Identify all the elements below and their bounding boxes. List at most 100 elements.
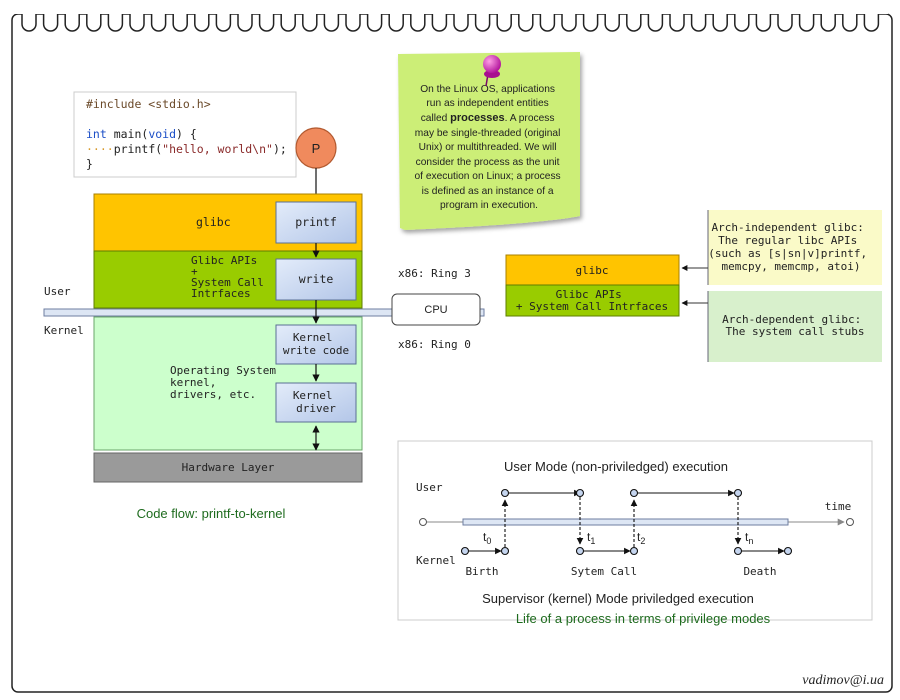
binding-loop <box>496 14 512 32</box>
os-label: Operating System kernel, drivers, etc. <box>170 364 283 401</box>
callout-arch-independent <box>708 210 882 285</box>
binding-loop <box>453 14 469 32</box>
signature: vadimov@i.ua <box>802 673 884 688</box>
kernel-driver-label: Kernel driver <box>293 389 339 415</box>
binding-loop <box>215 14 232 32</box>
binding-loop <box>647 14 664 32</box>
timeline-kernel-label: Kernel <box>416 554 456 567</box>
timeline-bar <box>462 518 789 526</box>
printf-label: printf <box>295 215 337 229</box>
user-kernel-boundary <box>43 308 485 317</box>
binding-loop <box>431 14 448 32</box>
cpu-box <box>391 293 481 326</box>
binding-loop <box>172 14 188 32</box>
code-line-printf: ····printf("hello, world\n"); <box>86 142 287 156</box>
svg-text:P: P <box>312 141 321 156</box>
user-label: User <box>44 285 71 298</box>
printf-box <box>275 201 357 244</box>
binding-loop <box>842 14 858 32</box>
syscall-label: Sytem Call <box>571 565 637 578</box>
right-apis-label: Glibc APIs + System Call Intrfaces <box>516 288 668 313</box>
ring0-label: x86: Ring 0 <box>398 338 471 351</box>
kernel-write-code-box <box>275 324 357 365</box>
binding-loop <box>323 14 340 32</box>
mode-transitions <box>501 497 742 547</box>
binding-loop <box>626 14 642 32</box>
timeline-time-label: time <box>825 500 852 513</box>
kernel-segments <box>460 546 793 556</box>
binding-loop <box>669 14 685 32</box>
binding-loop <box>64 14 80 32</box>
supervisor-mode-label: Supervisor (kernel) Mode priviledged exe… <box>482 591 754 606</box>
binding-loop <box>582 14 599 32</box>
callout-dependent-text: Arch-dependent glibc: The system call st… <box>722 313 868 338</box>
binding-loop <box>690 14 707 32</box>
binding-loop <box>194 14 210 32</box>
time-axis-start <box>419 518 427 526</box>
write-label: write <box>299 272 334 286</box>
kernel-driver-box <box>275 382 357 423</box>
death-label: Death <box>743 565 776 578</box>
binding-loop <box>474 14 491 32</box>
binding-loop <box>21 14 37 32</box>
binding-loop <box>150 14 167 32</box>
binding-loop <box>366 14 383 32</box>
binding-loop <box>280 14 296 32</box>
binding-loop <box>604 14 620 32</box>
pushpin-icon <box>483 55 501 87</box>
code-line-include: #include <stdio.h> <box>86 97 211 111</box>
t2-label: t2 <box>637 530 645 546</box>
binding-loop <box>42 14 59 32</box>
glibc-label: glibc <box>196 215 231 229</box>
binding-loop <box>129 14 145 32</box>
time-axis-end <box>846 518 854 526</box>
binding-loop <box>755 14 772 32</box>
hardware-label: Hardware Layer <box>182 461 275 474</box>
binding-loop <box>539 14 556 32</box>
binding-cover <box>14 10 888 14</box>
timeline-title: User Mode (non-priviledged) execution <box>504 459 728 474</box>
callout-independent-text: Arch-independent glibc: The regular libc… <box>708 221 874 273</box>
right-glibc-block <box>505 254 680 286</box>
right-glibc-label: glibc <box>575 264 608 277</box>
code-line-brace: } <box>86 157 93 171</box>
binding-loops <box>14 10 888 32</box>
binding-loop <box>388 14 404 32</box>
glibc-apis-label: Glibc APIs + System Call Intrfaces <box>191 254 270 300</box>
kernel-write-code-label: Kernel write code <box>283 331 349 357</box>
t1-label: t1 <box>587 530 595 546</box>
callout-arch-dependent <box>708 291 882 362</box>
binding-loop <box>302 14 318 32</box>
binding-loop <box>258 14 275 32</box>
ring3-label: x86: Ring 3 <box>398 267 471 280</box>
kernel-label: Kernel <box>44 324 84 337</box>
binding-loop <box>712 14 728 32</box>
timeline-caption: Life of a process in terms of privilege … <box>516 611 771 626</box>
binding-loop <box>777 14 793 32</box>
binding-loop <box>561 14 577 32</box>
binding-loop <box>345 14 361 32</box>
process-circle: P <box>295 127 337 169</box>
code-flow-caption: Code flow: printf-to-kernel <box>137 506 286 521</box>
code-box: #include <stdio.h> int main(void) { ····… <box>73 91 297 178</box>
binding-loop <box>734 14 750 32</box>
binding-loop <box>798 14 815 32</box>
binding-loop <box>86 14 102 32</box>
cpu-label: CPU <box>424 304 447 316</box>
binding-loop <box>237 14 253 32</box>
timeline-user-label: User <box>416 481 443 494</box>
binding-loop <box>518 14 534 32</box>
birth-label: Birth <box>465 565 498 578</box>
code-line-main: int main(void) { <box>86 127 197 141</box>
tn-label: tn <box>745 530 753 546</box>
sticky-note-text: On the Linux OS, applications run as ind… <box>415 84 564 211</box>
hardware-block <box>93 452 363 483</box>
sticky-note: On the Linux OS, applications run as ind… <box>398 52 580 230</box>
binding-loop <box>863 14 880 32</box>
user-segments <box>500 488 743 498</box>
timeline-panel <box>397 440 873 621</box>
binding-loop <box>820 14 836 32</box>
binding-loop <box>107 14 124 32</box>
right-apis-block <box>505 284 680 317</box>
